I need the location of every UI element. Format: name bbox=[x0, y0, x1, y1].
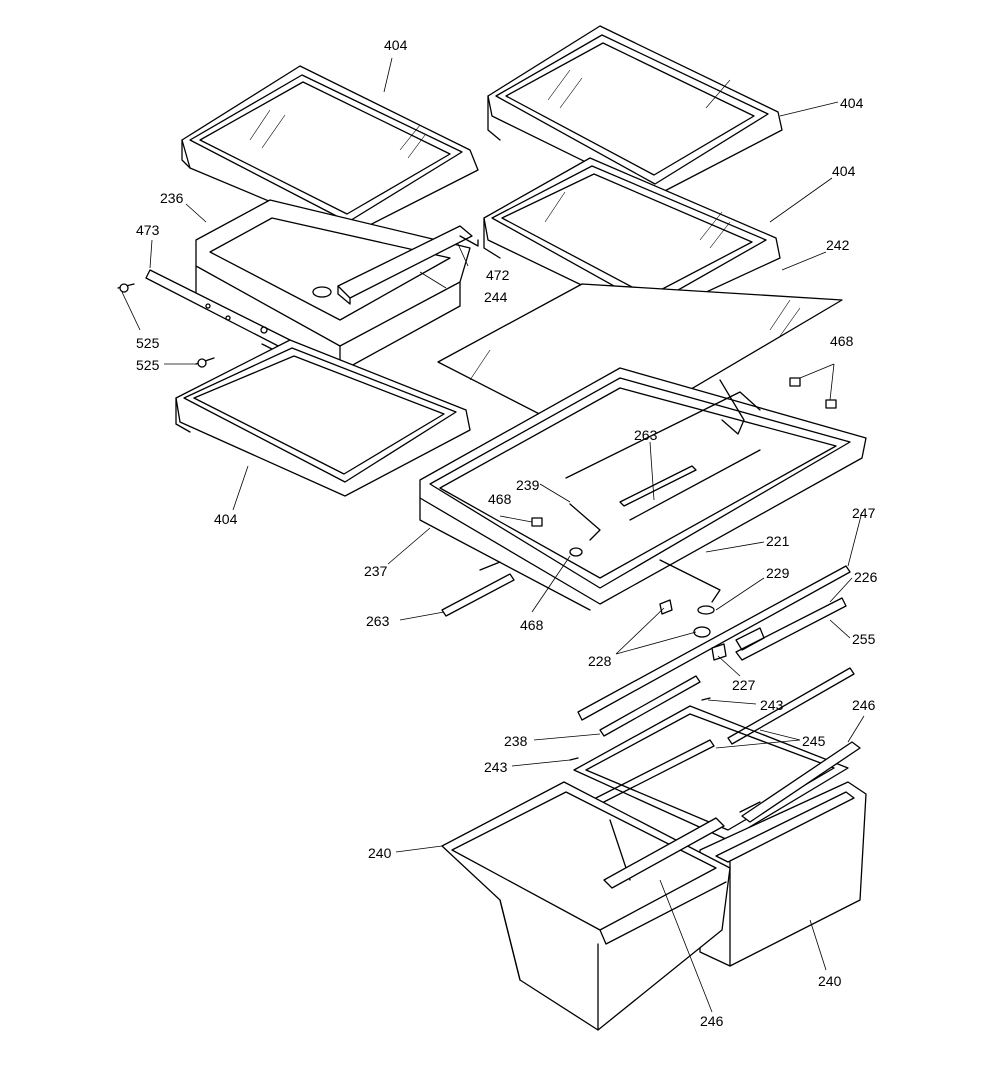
label-237: 237 bbox=[364, 563, 388, 579]
rail-263-upper bbox=[619, 465, 697, 507]
label-263: 263 bbox=[366, 613, 390, 629]
drawer-236 bbox=[195, 199, 471, 373]
leader-lines bbox=[121, 57, 865, 1013]
shelf-404-top-left bbox=[181, 65, 479, 236]
rod-247 bbox=[577, 565, 851, 721]
clips-468 bbox=[531, 377, 837, 557]
cover-244 bbox=[337, 225, 479, 305]
label-404: 404 bbox=[384, 37, 408, 53]
label-468: 468 bbox=[830, 333, 854, 349]
label-226: 226 bbox=[854, 569, 878, 585]
handle-246-upper bbox=[741, 741, 861, 823]
shelf-404-top-right bbox=[487, 25, 783, 197]
label-238: 238 bbox=[504, 733, 528, 749]
label-468: 468 bbox=[520, 617, 544, 633]
label-247: 247 bbox=[852, 505, 876, 521]
handle-246-lower bbox=[603, 817, 725, 889]
rail-238 bbox=[599, 675, 701, 737]
label-229: 229 bbox=[766, 565, 790, 581]
label-236: 236 bbox=[160, 190, 184, 206]
label-240: 240 bbox=[818, 973, 842, 989]
label-243: 243 bbox=[760, 697, 784, 713]
label-240: 240 bbox=[368, 845, 392, 861]
label-525: 525 bbox=[136, 335, 160, 351]
label-246: 246 bbox=[852, 697, 876, 713]
label-227: 227 bbox=[732, 677, 756, 693]
label-255: 255 bbox=[852, 631, 876, 647]
crisper-pan-240-right bbox=[699, 781, 867, 967]
label-404: 404 bbox=[214, 511, 238, 527]
parts-228-229-227 bbox=[659, 599, 727, 661]
label-245: 245 bbox=[802, 733, 826, 749]
clips-243 bbox=[569, 697, 711, 761]
crisper-pan-240-left bbox=[441, 781, 731, 1031]
label-221: 221 bbox=[766, 533, 790, 549]
label-472: 472 bbox=[486, 267, 510, 283]
label-228: 228 bbox=[588, 653, 612, 669]
label-404: 404 bbox=[832, 163, 856, 179]
rail-263-lower bbox=[441, 573, 515, 617]
label-404: 404 bbox=[840, 95, 864, 111]
part-255-226 bbox=[735, 597, 847, 661]
part-labels: 404 404 404 404 236 473 472 244 242 525 … bbox=[136, 37, 878, 1029]
label-243: 243 bbox=[484, 759, 508, 775]
label-468: 468 bbox=[488, 491, 512, 507]
label-239: 239 bbox=[516, 477, 540, 493]
label-473: 473 bbox=[136, 222, 160, 238]
label-246: 246 bbox=[700, 1013, 724, 1029]
shelf-404-mid-right bbox=[483, 157, 781, 319]
frame-237 bbox=[419, 367, 867, 611]
label-525: 525 bbox=[136, 357, 160, 373]
label-242: 242 bbox=[826, 237, 850, 253]
screws-525 bbox=[117, 283, 215, 368]
label-263: 263 bbox=[634, 427, 658, 443]
label-244: 244 bbox=[484, 289, 508, 305]
shelf-404-bottom-left bbox=[175, 339, 471, 497]
